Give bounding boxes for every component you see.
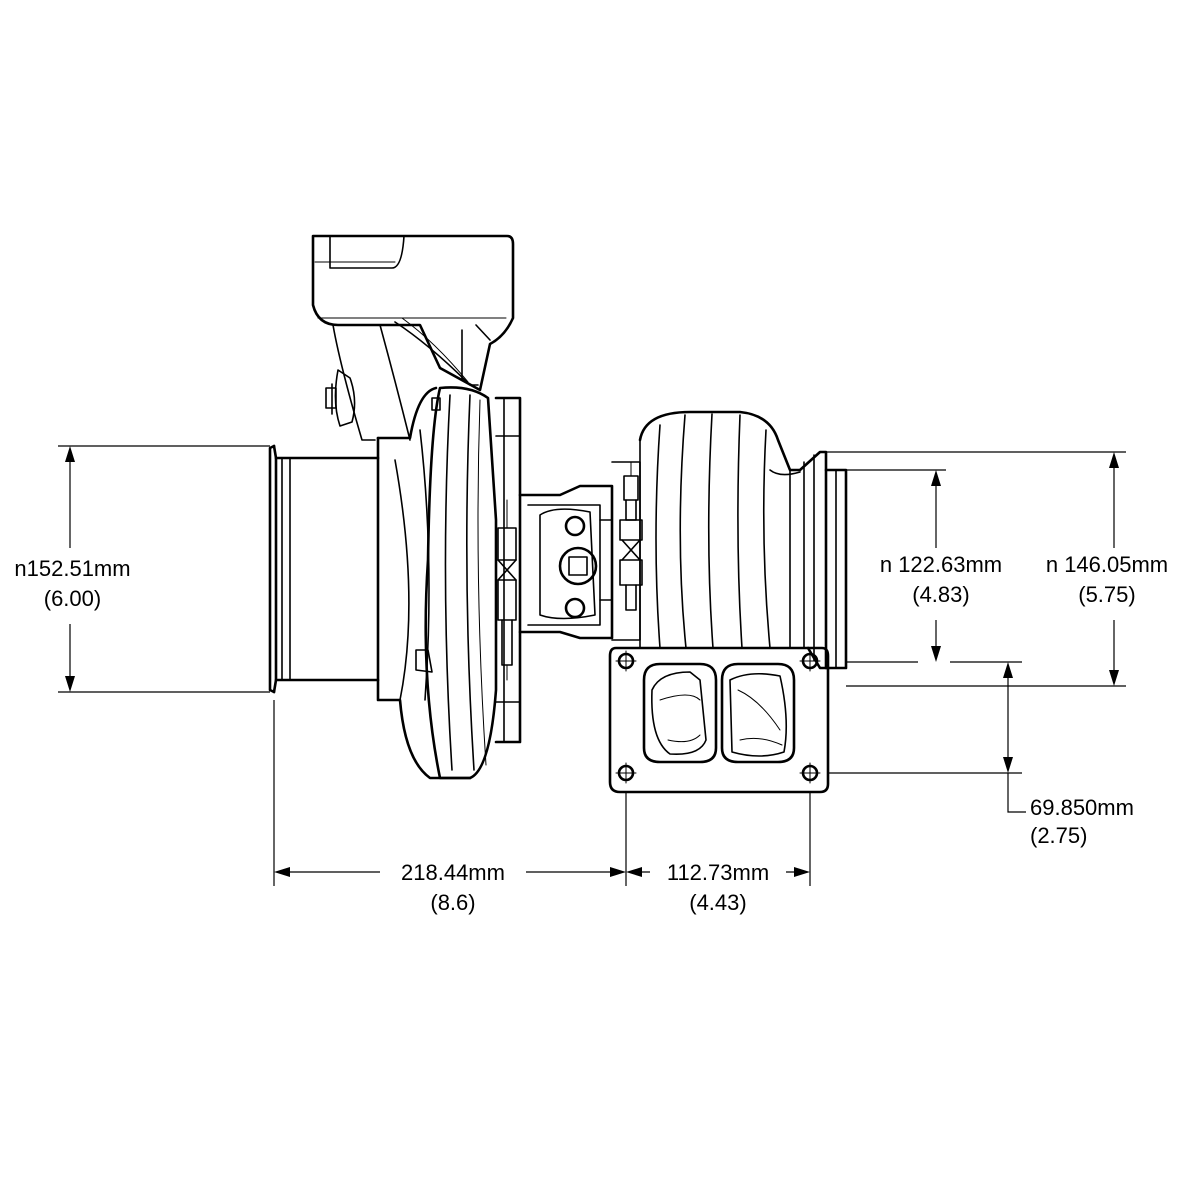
turbine-flange-offset-label: 69.850mm (2.75) <box>1030 794 1170 850</box>
compressor-outlet-flange <box>311 234 515 441</box>
turbine-flange-offset-in: (2.75) <box>1030 823 1088 848</box>
turbine-outlet-inner-diameter-mm: n 122.63mm <box>879 552 1003 577</box>
turbine-inlet-flange <box>608 646 830 794</box>
flange-width-in: (4.43) <box>689 890 747 915</box>
dimension-lines <box>58 445 1126 886</box>
turbine-outlet-outer-diameter-label: n 146.05mm (5.75) <box>1036 550 1178 610</box>
compressor-housing <box>268 369 522 780</box>
inlet-to-flange-length-mm: 218.44mm <box>401 860 505 885</box>
flange-width-label: 112.73mm (4.43) <box>650 858 786 918</box>
bearing-housing <box>497 461 643 681</box>
turbine-housing <box>638 410 848 670</box>
turbine-flange-offset-mm: 69.850mm <box>1030 795 1134 820</box>
compressor-inlet-diameter-label: n152.51mm (6.00) <box>0 554 145 614</box>
turbine-outlet-inner-diameter-label: n 122.63mm (4.83) <box>868 550 1014 610</box>
turbine-outlet-inner-diameter-in: (4.83) <box>912 582 970 607</box>
inlet-to-flange-length-label: 218.44mm (8.6) <box>383 858 523 918</box>
flange-width-mm: 112.73mm <box>666 860 770 885</box>
compressor-inlet-diameter-mm: n152.51mm <box>14 556 131 581</box>
turbine-outlet-outer-diameter-mm: n 146.05mm <box>1045 552 1169 577</box>
turbine-outlet-outer-diameter-in: (5.75) <box>1078 582 1136 607</box>
inlet-to-flange-length-in: (8.6) <box>430 890 476 915</box>
compressor-inlet-diameter-in: (6.00) <box>43 586 102 611</box>
